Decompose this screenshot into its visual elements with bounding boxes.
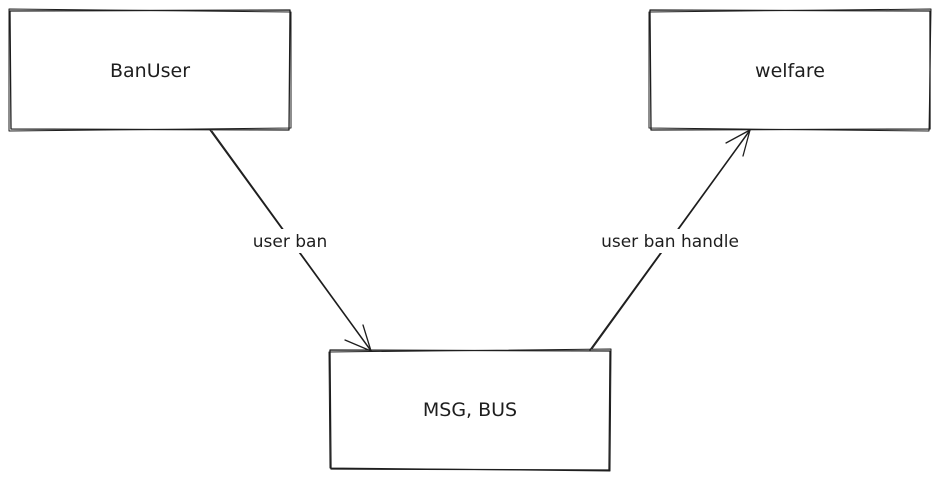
msg-bus-label: MSG, BUS [423,399,517,421]
msg-bus-node[interactable]: MSG, BUS [328,348,612,472]
banuser-node[interactable]: BanUser [8,8,292,132]
user-ban-handle-label: user ban handle [601,232,739,252]
user-ban-arrow[interactable]: user ban [209,129,372,352]
welfare-node[interactable]: welfare [648,8,932,132]
user-ban-handle-arrow[interactable]: user ban handle [589,129,751,351]
user-ban-label-bg [244,229,336,253]
user-ban-handle-label-bg [590,229,750,253]
user-ban-label: user ban [253,232,327,252]
banuser-label: BanUser [110,60,190,82]
welfare-label: welfare [755,60,825,82]
